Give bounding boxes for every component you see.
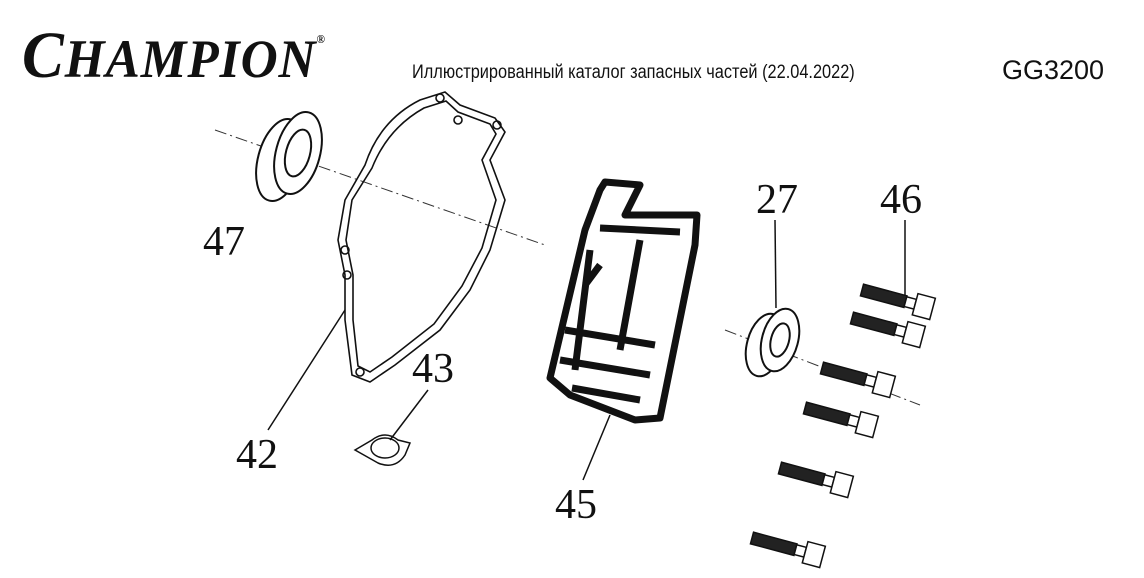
bolt [777,461,855,499]
axis-line [214,129,546,246]
leader-line-43 [389,389,429,441]
dowel-pin-43-drawing [353,434,412,466]
part-number-42: 42 [236,432,278,478]
guide-frame-45-drawing [546,178,701,424]
bearing-27-drawing [744,307,801,378]
leader-line-45 [582,414,611,481]
part-number-46: 46 [880,177,922,223]
bolts-46-drawing [749,283,937,569]
leader-line-27 [774,219,777,309]
part-number-43: 43 [412,346,454,392]
bearing-47-drawing [255,111,323,202]
bolt [749,531,827,569]
catalog-subtitle: Иллюстрированный каталог запасных частей… [412,62,855,83]
bolt [859,283,937,321]
leader-line-42 [267,309,346,431]
champion-logo: CHAMPION® [22,19,327,92]
part-number-45: 45 [555,482,597,528]
model-number: GG3200 [1002,55,1105,85]
part-number-27: 27 [756,177,798,223]
part-number-47: 47 [203,219,245,265]
bolt [849,311,927,349]
gasket-42-drawing [337,91,506,383]
bolt [802,401,880,439]
bolt [819,361,897,399]
